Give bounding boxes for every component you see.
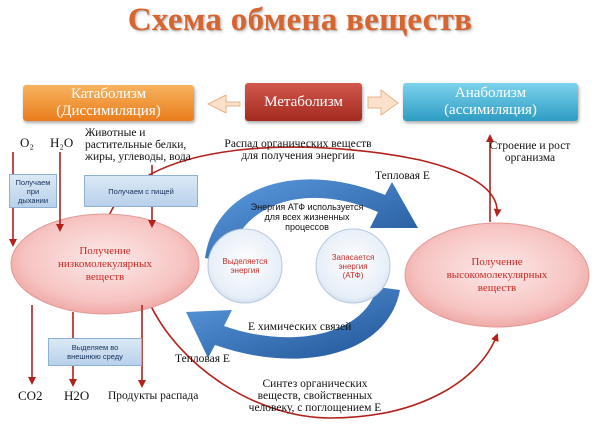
cycle-arrow-top bbox=[205, 179, 418, 262]
atp-line3: процессов bbox=[285, 222, 329, 232]
left-ellipse-text: Получение низкомолекулярных веществ bbox=[20, 245, 190, 284]
cycle-arrow-bottom bbox=[186, 287, 400, 359]
h2o-out-label: H2O bbox=[64, 388, 90, 403]
h2o-label: H₂O bbox=[50, 135, 74, 150]
inner-circle-left bbox=[207, 228, 283, 304]
growth-line1: Строение и рост bbox=[489, 140, 571, 152]
atp-label: Энергия АТФ используется для всех жизнен… bbox=[232, 202, 382, 232]
anabolism-line1: Анаболизм bbox=[454, 85, 527, 101]
growth-line2: организма bbox=[504, 152, 556, 164]
hollow-arrow-right-icon bbox=[367, 88, 399, 116]
inner-left-line2: энергия bbox=[230, 266, 260, 275]
growth-label: Строение и рост организма bbox=[470, 140, 590, 164]
food-line1: Животные и bbox=[85, 127, 146, 139]
inner-right-line1: Запасается bbox=[331, 253, 375, 262]
breathing-line1: Получаем bbox=[15, 177, 51, 187]
decay-products-label: Продукты распада bbox=[108, 390, 199, 402]
synth-line2: веществ, свойственных bbox=[257, 390, 373, 402]
catabolism-box: Катаболизм (Диссимиляция) bbox=[23, 85, 194, 121]
inner-right-text: Запасается энергия (АТФ) bbox=[318, 253, 388, 280]
anabolism-line2: (ассимиляция) bbox=[444, 102, 537, 118]
atp-line2: для всех жизненных bbox=[264, 212, 350, 222]
catabolism-line2: (Диссимиляция) bbox=[56, 103, 161, 119]
food-box: Получаем с пищей bbox=[84, 175, 198, 207]
excrete-line2: внешнюю среду bbox=[67, 352, 123, 361]
breathing-box: Получаем при дыхании bbox=[9, 174, 57, 208]
loop-arc-bottom bbox=[147, 299, 499, 419]
decay-label: Распад органических веществ для получени… bbox=[198, 138, 398, 162]
chem-bonds-label: Е химических связей bbox=[248, 321, 352, 333]
food-line2: растительные белки, bbox=[85, 139, 187, 151]
left-ellipse-line1: Получение bbox=[79, 245, 131, 257]
right-ellipse bbox=[404, 222, 590, 328]
atp-line1: Энергия АТФ используется bbox=[250, 202, 364, 212]
inner-circle-right bbox=[315, 228, 391, 304]
left-ellipse-line2: низкомолекулярных bbox=[58, 258, 152, 270]
excrete-line1: Выделяем во bbox=[71, 343, 119, 352]
right-ellipse-text: Получение высокомолекулярных веществ bbox=[412, 256, 582, 295]
inner-left-line1: Выделяется bbox=[222, 257, 268, 266]
anabolism-box: Анаболизм (ассимиляция) bbox=[403, 83, 578, 121]
breathing-line3: дыхании bbox=[17, 195, 49, 205]
inner-right-line2: энергия bbox=[338, 262, 368, 271]
metabolism-box: Метаболизм bbox=[245, 83, 362, 121]
right-ellipse-line1: Получение bbox=[471, 256, 523, 268]
right-ellipse-line2: высокомолекулярных bbox=[446, 269, 548, 281]
metabolism-label: Метаболизм bbox=[264, 93, 343, 110]
inner-left-text: Выделяется энергия bbox=[210, 257, 280, 275]
left-ellipse bbox=[10, 213, 200, 315]
food-label: Животные и растительные белки, жиры, угл… bbox=[85, 127, 191, 163]
o2-label: O₂ bbox=[20, 135, 34, 150]
heat-top-label: Тепловая Е bbox=[375, 170, 430, 182]
hollow-arrow-left-icon bbox=[206, 94, 241, 114]
synthesis-label: Синтез органических веществ, свойственны… bbox=[230, 378, 400, 414]
breathing-line2: при bbox=[26, 186, 40, 196]
synth-line3: человеку, с поглощением Е bbox=[248, 402, 382, 414]
excrete-box: Выделяем во внешнюю среду bbox=[48, 338, 142, 366]
page-title: Схема обмена веществ bbox=[127, 2, 473, 38]
catabolism-line1: Катаболизм bbox=[70, 86, 147, 102]
left-ellipse-line3: веществ bbox=[85, 271, 125, 283]
inner-right-line3: (АТФ) bbox=[342, 271, 364, 280]
decay-line1: Распад органических веществ bbox=[224, 138, 372, 150]
food-line3: жиры, углеводы, вода bbox=[85, 151, 191, 163]
right-ellipse-line3: веществ bbox=[477, 282, 517, 294]
co2-label: CO2 bbox=[18, 388, 43, 403]
decay-line2: для получения энергии bbox=[241, 150, 355, 162]
heat-bottom-label: Тепловая Е bbox=[175, 353, 230, 365]
food-box-label: Получаем с пищей bbox=[108, 186, 174, 196]
synth-line1: Синтез органических bbox=[262, 378, 368, 390]
